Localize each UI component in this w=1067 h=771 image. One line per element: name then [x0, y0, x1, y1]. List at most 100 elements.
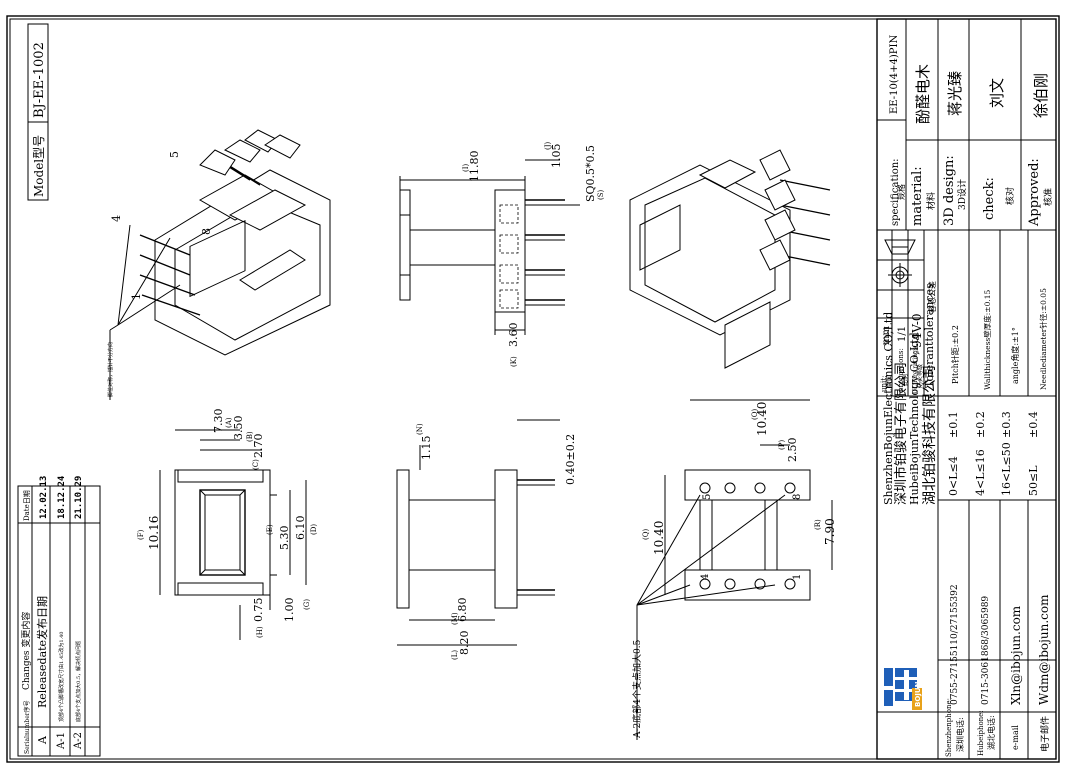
- spec-label: specification:: [890, 158, 901, 226]
- ul-label: UL Fire ratings:: [912, 345, 919, 394]
- dim-100: 1.00: [283, 598, 296, 623]
- dim-820: 8.20: [458, 631, 471, 656]
- proportion-value: 1/1: [897, 326, 908, 342]
- design-label-cn: 3D设计: [956, 179, 968, 210]
- change-row-3-date: 21.10.29: [74, 476, 84, 519]
- dim-360: 3.60: [507, 323, 520, 348]
- projection-symbol-icon: [884, 239, 916, 287]
- logo-text: BOJUN: [914, 681, 922, 707]
- dim-530: 5.30: [278, 526, 291, 551]
- change-row-3-content: 底部4个支点加大0.5，解决倾点问题: [75, 641, 82, 722]
- contact-hb-label-cn: 湖北电话:: [986, 715, 996, 750]
- contact-email-2: Wdm@ibojun.com: [1037, 594, 1051, 705]
- dim-G: (G): [303, 599, 311, 610]
- bottom-pin-5: 5: [702, 494, 713, 500]
- proportion-label: proportions:: [897, 348, 905, 392]
- tol-spec-4: Needlediameter针径:±0.05: [1038, 288, 1048, 390]
- company-line-3: HubeiBojunTechnology CO;Ltd: [908, 332, 921, 505]
- dim-E: (E): [266, 524, 274, 535]
- tol-title-cn: 容忍公差: [927, 281, 937, 313]
- contact-hb-value: 0715-3061868/3065989: [981, 596, 991, 705]
- tol-row-4-range: 50≤L: [1027, 465, 1040, 496]
- tol-row-4-tol: ±0.4: [1027, 411, 1040, 438]
- check-value: 刘文: [988, 78, 1006, 108]
- dim-O: (O): [751, 409, 759, 420]
- model-box: Model型号 BJ-EE-1002: [27, 23, 49, 201]
- check-label: check:: [982, 177, 997, 220]
- dim-040: 0.40±0.2: [564, 434, 577, 485]
- approved-label-cn: 核准: [1042, 188, 1054, 206]
- change-row-3-serial: A-2: [73, 732, 84, 750]
- pin-label-8: 8: [200, 228, 213, 235]
- bottom-view: 10.40 (O) 2.50 (P) 10.40 (Q) 7.90 (R) 5 …: [631, 399, 837, 740]
- tol-row-3-range: 16<L≤50: [1000, 442, 1013, 496]
- title-block: specification: 规格 EE-10(4+4)PIN material…: [876, 18, 1057, 760]
- dim-1040-top: 10.40: [755, 402, 769, 436]
- contact-sz-value: 0755-27155110/27155392: [950, 584, 960, 705]
- contact-sz-label-cn: 深圳电话:: [955, 717, 965, 752]
- dim-N: (N): [416, 423, 424, 435]
- dim-F: (F): [137, 529, 145, 540]
- spec-label-cn: 规格: [896, 184, 906, 200]
- unit-value: mm: [881, 326, 892, 345]
- contact-hb-label: Hubeiphone:: [977, 710, 985, 756]
- dim-J: (J): [544, 141, 552, 150]
- changes-col-serial: Serialnumber序号: [23, 700, 31, 754]
- dim-105: 1.05: [550, 144, 563, 169]
- dim-350: 3.50: [232, 416, 245, 441]
- contact-email-label: e-mail: [1011, 725, 1020, 750]
- dim-L: (L): [451, 650, 459, 660]
- ul-value: 94V-0: [910, 313, 924, 348]
- bottom-pin-8: 8: [792, 494, 803, 500]
- note-a2: A-2底部4个支点加大0.5: [631, 639, 643, 739]
- dim-M: (M): [451, 612, 459, 625]
- dim-P: (P): [778, 440, 786, 450]
- tol-spec-2: Wallthickness壁厚度:±0.15: [982, 289, 992, 390]
- pin-label-1: 1: [130, 293, 143, 300]
- change-row-1-content: Releasedate发布日期: [35, 596, 49, 708]
- approved-value: 徐伯刚: [1032, 73, 1050, 118]
- pin-label-4: 4: [110, 215, 123, 222]
- dim-Q: (Q): [642, 529, 650, 540]
- bojun-logo: BOJUN: [880, 665, 922, 710]
- isometric-view-2: [629, 149, 831, 369]
- unit-label-cn: 单位: [885, 376, 893, 388]
- contact-email-label-cn: 电子邮件: [1039, 716, 1051, 752]
- model-value: BJ-EE-1002: [32, 42, 47, 118]
- company-line-2: 深圳市铂骏电子有限公司: [893, 362, 909, 505]
- change-row-2-date: 18.12.24: [57, 475, 67, 519]
- front-view: 7.30 (A) 3.50 (B) 2.70 (C) 10.16 (F) 5.3…: [137, 409, 318, 640]
- model-label: Model型号: [32, 135, 46, 197]
- dim-1180: 11.80: [468, 151, 481, 183]
- side-view-top: 11.80 (I) 1.05 (J) SQ0.5*0.5 (S) 3.60 (K…: [399, 141, 605, 367]
- changes-table: Serialnumber序号 Changes 变更内容 Date日期 A Rel…: [17, 475, 101, 757]
- dim-I: (I): [462, 164, 470, 172]
- dim-R: (R): [814, 519, 822, 530]
- contact-sz-label: Shenzhenphone:: [945, 698, 953, 757]
- approved-label: Approved:: [1027, 158, 1042, 227]
- dim-C: (C): [252, 459, 260, 470]
- spec-value: EE-10(4+4)PIN: [889, 35, 900, 114]
- changes-col-content: Changes 变更内容: [20, 612, 32, 690]
- check-label-cn: 核对: [1004, 187, 1016, 205]
- dim-610: 6.10: [294, 516, 307, 541]
- tol-spec-1: Pitch针距:±0.2: [950, 325, 960, 384]
- design-label: 3D design:: [942, 155, 957, 226]
- outer-frame: [6, 15, 1060, 763]
- tol-row-1-tol: ±0.1: [947, 411, 960, 438]
- side-view-bottom: 1.15 (N) 0.40±0.2 6.80 (M) 8.20 (L): [396, 419, 577, 660]
- note-direction: 脚位对称，插针不分方向: [107, 342, 114, 397]
- isometric-view-1: 脚位对称，插针不分方向 1 4 5 8: [107, 129, 331, 400]
- unit-label: unit:: [880, 376, 888, 392]
- change-row-2-content: 顶部4个凸脚槽改宽尺寸由1.45改为1.40: [58, 632, 65, 722]
- tol-row-2-tol: ±0.2: [974, 411, 987, 438]
- dim-H: (H): [256, 626, 264, 638]
- dim-250: 2.50: [786, 438, 799, 463]
- tol-title: Toleranttolerances: [923, 283, 936, 388]
- proportion-label-cn: 比例: [901, 374, 909, 386]
- dim-1016: 10.16: [147, 516, 161, 550]
- company-line-4: 湖北铂骏科技有限公司: [922, 365, 938, 505]
- change-row-1-date: 12.02.13: [39, 476, 49, 519]
- dim-075: 0.75: [252, 598, 265, 623]
- dim-A: (A): [225, 417, 233, 428]
